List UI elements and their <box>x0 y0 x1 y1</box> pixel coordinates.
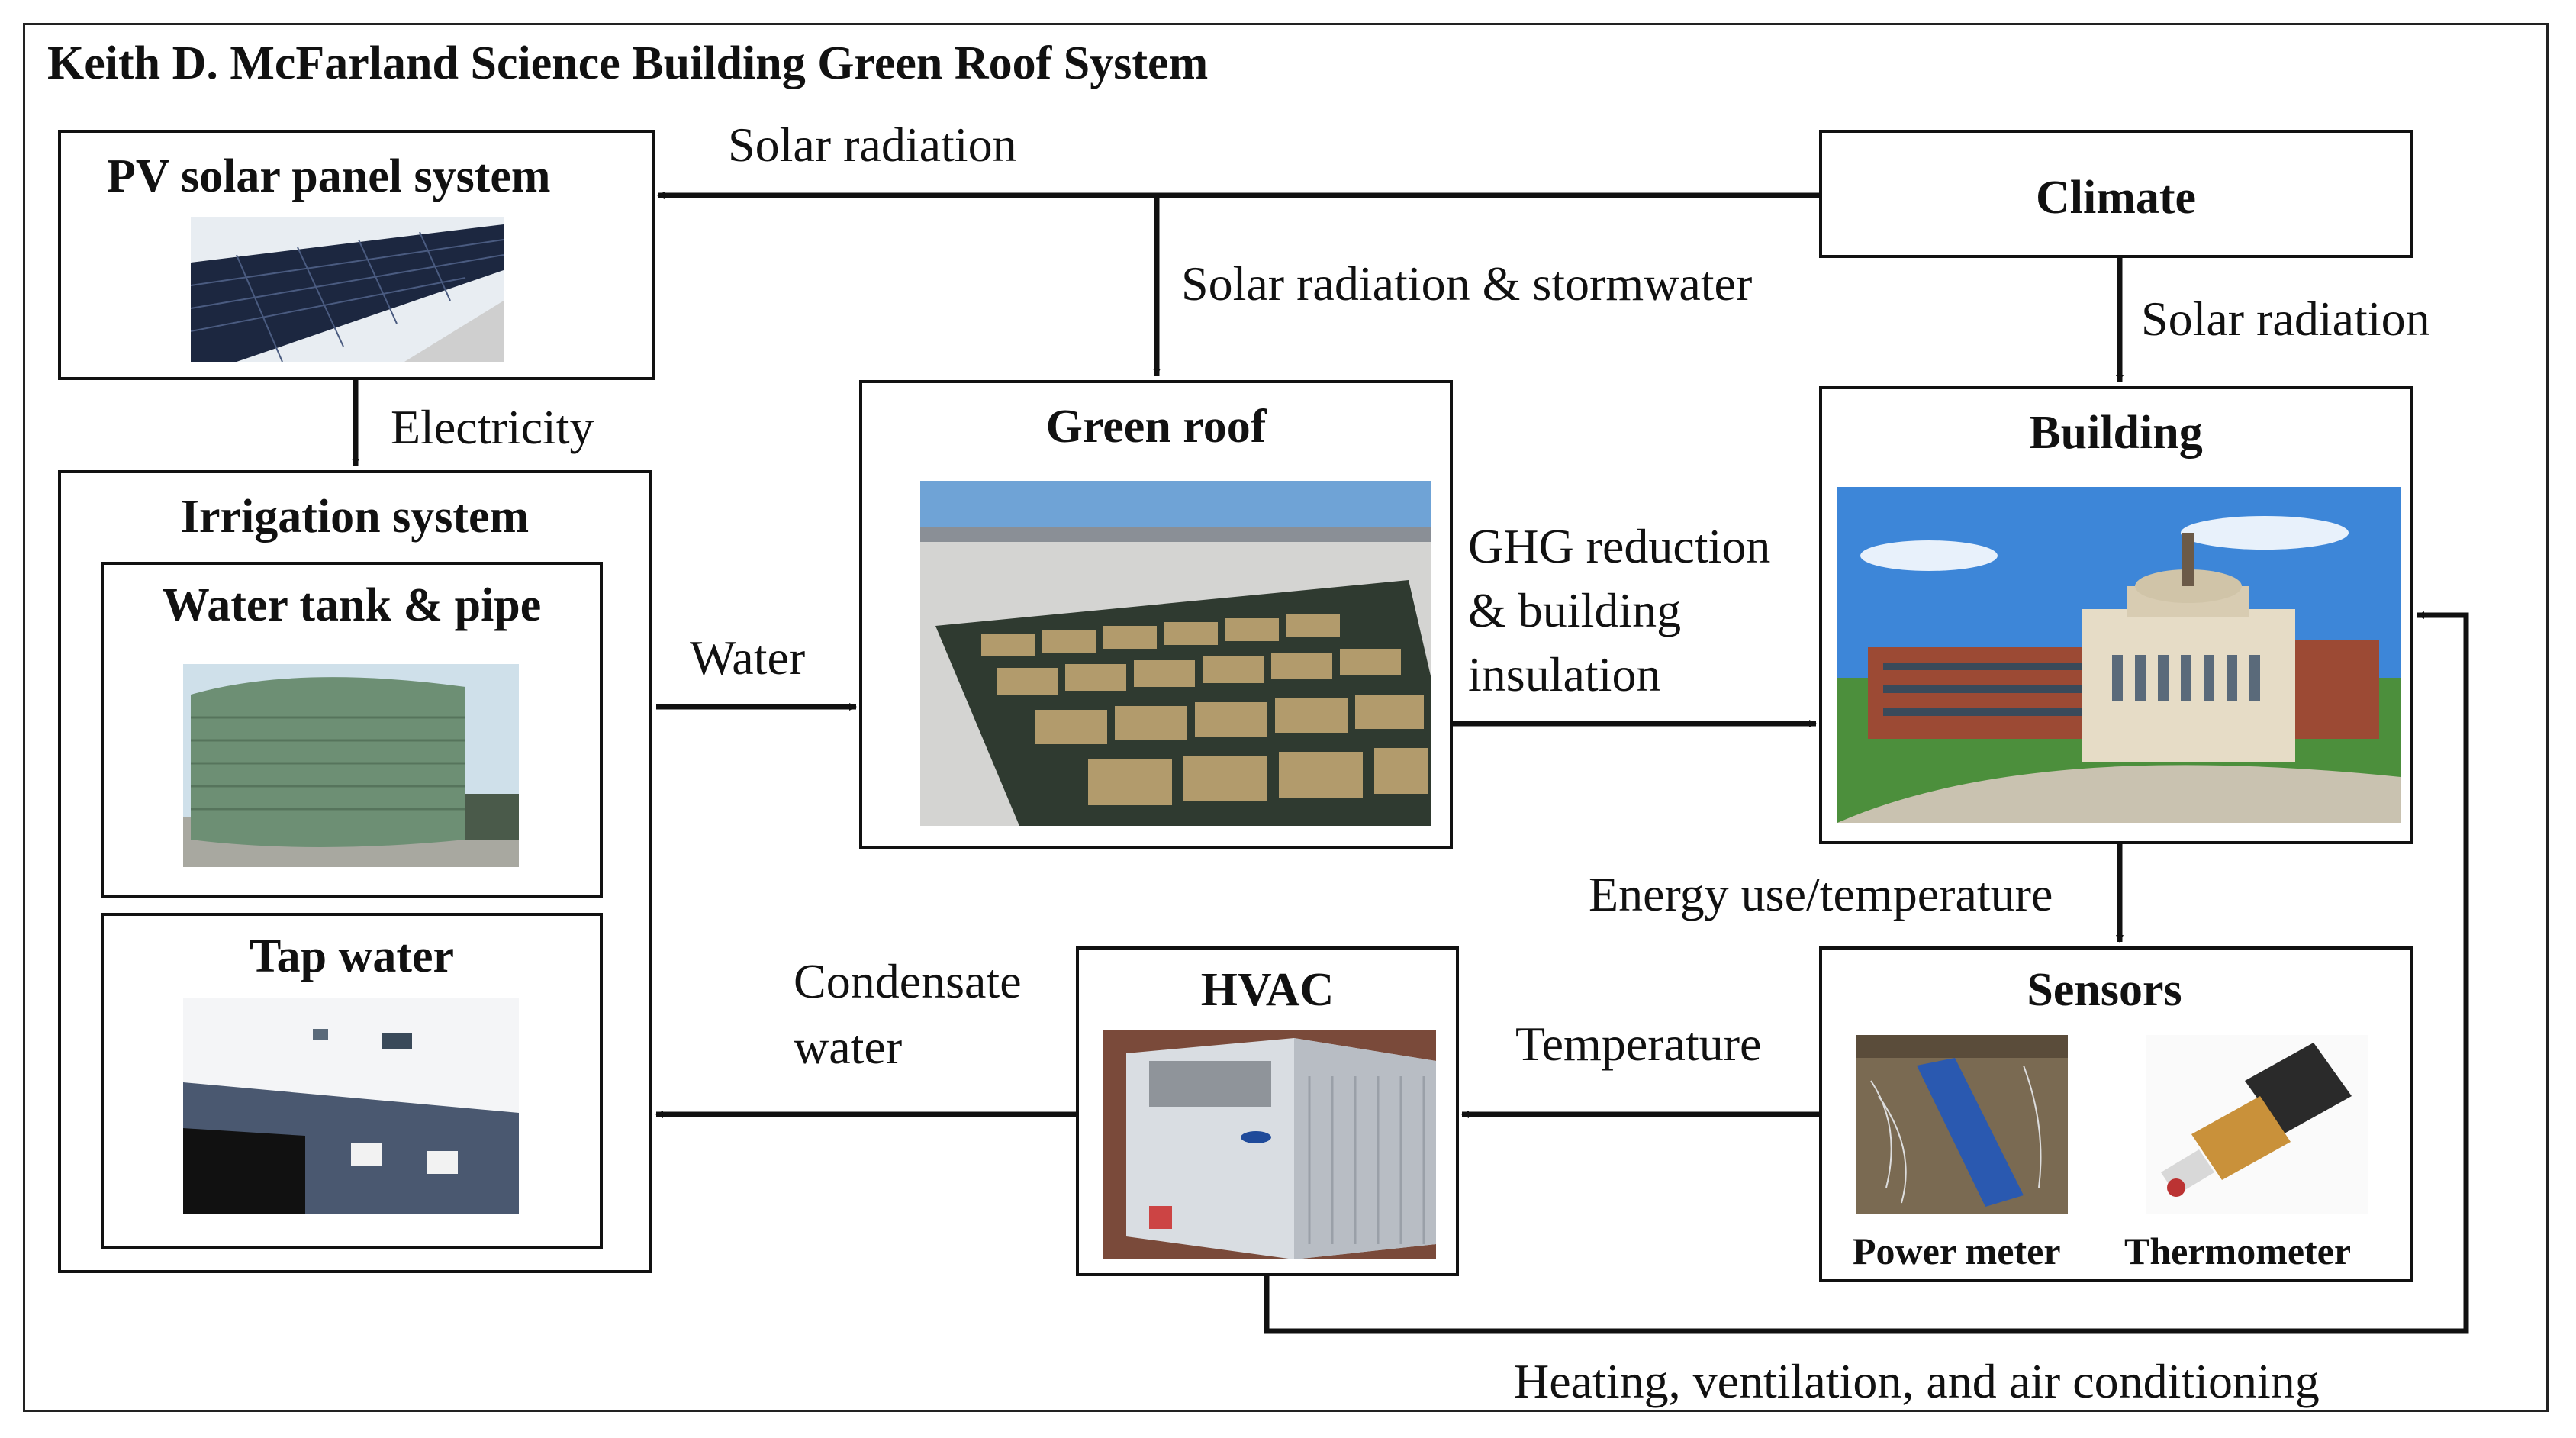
node-climate: Climate <box>1819 130 2413 258</box>
sensor-item-label: Thermometer <box>2124 1230 2352 1272</box>
node-label: Water tank & pipe <box>162 579 542 631</box>
node-green-roof: Green roof <box>859 380 1453 849</box>
edge-label-irrigation-to-green-roof: Water <box>690 630 806 685</box>
solar-panels-photo <box>191 217 504 362</box>
edge-label-building-to-sensors: Energy use/temperature <box>1589 867 2053 921</box>
edge-label-climate-to-pv: Solar radiation <box>728 118 1017 172</box>
edge-label-hvac-to-irrigation-line-1: Condensate <box>794 954 1022 1008</box>
edge-label-pv-to-irrigation: Electricity <box>391 400 594 454</box>
power-meter-photo <box>1856 1035 2068 1214</box>
edge-label-hvac-to-irrigation-line-2: water <box>794 1020 903 1074</box>
hvac-unit-photo <box>1103 1030 1436 1259</box>
outer-frame <box>23 23 2549 1412</box>
edge-label-green-roof-to-building-line-1: GHG reduction <box>1468 519 1771 573</box>
diagram-title: Keith D. McFarland Science Building Gree… <box>47 37 1209 89</box>
node-label: Climate <box>2035 172 2197 224</box>
node-label: Tap water <box>249 930 455 982</box>
node-label: Building <box>2029 407 2203 459</box>
node-label: Irrigation system <box>180 491 530 543</box>
node-building: Building <box>1819 386 2413 844</box>
water-tank-photo <box>183 664 519 867</box>
tap-water-photo <box>183 998 519 1214</box>
edge-hvac-to-building <box>1264 611 2469 1334</box>
node-label: Green roof <box>1045 401 1267 453</box>
building-photo <box>1837 487 2401 823</box>
edge-label-climate-to-building: Solar radiation <box>2141 292 2430 346</box>
green-roof-photo <box>920 481 1431 826</box>
edge-label-green-roof-to-building-line-2: & building <box>1468 583 1682 637</box>
thermometer-photo <box>2146 1035 2368 1214</box>
node-label: PV solar panel system <box>107 150 551 202</box>
edge-label-green-roof-to-building-line-3: insulation <box>1468 647 1661 701</box>
edge-label-sensors-to-hvac: Temperature <box>1515 1017 1762 1071</box>
node-tap-water: Tap water <box>101 913 603 1249</box>
edge-label-hvac-to-building: Heating, ventilation, and air conditioni… <box>1514 1354 2320 1408</box>
node-water-tank-and-pipe: Water tank & pipe <box>101 562 603 898</box>
edge-label-climate-to-green-roof: Solar radiation & stormwater <box>1181 256 1753 311</box>
node-pv-solar-panel-system: PV solar panel system <box>58 130 655 380</box>
node-label: HVAC <box>1200 964 1335 1016</box>
node-label: Sensors <box>2027 964 2182 1016</box>
node-irrigation-system: Irrigation system Water tank & pipe <box>58 470 652 1273</box>
node-sensors: Sensors Power meter Thermometer <box>1819 946 2413 1282</box>
node-hvac: HVAC <box>1076 946 1459 1276</box>
sensor-item-label: Power meter <box>1853 1230 2061 1272</box>
